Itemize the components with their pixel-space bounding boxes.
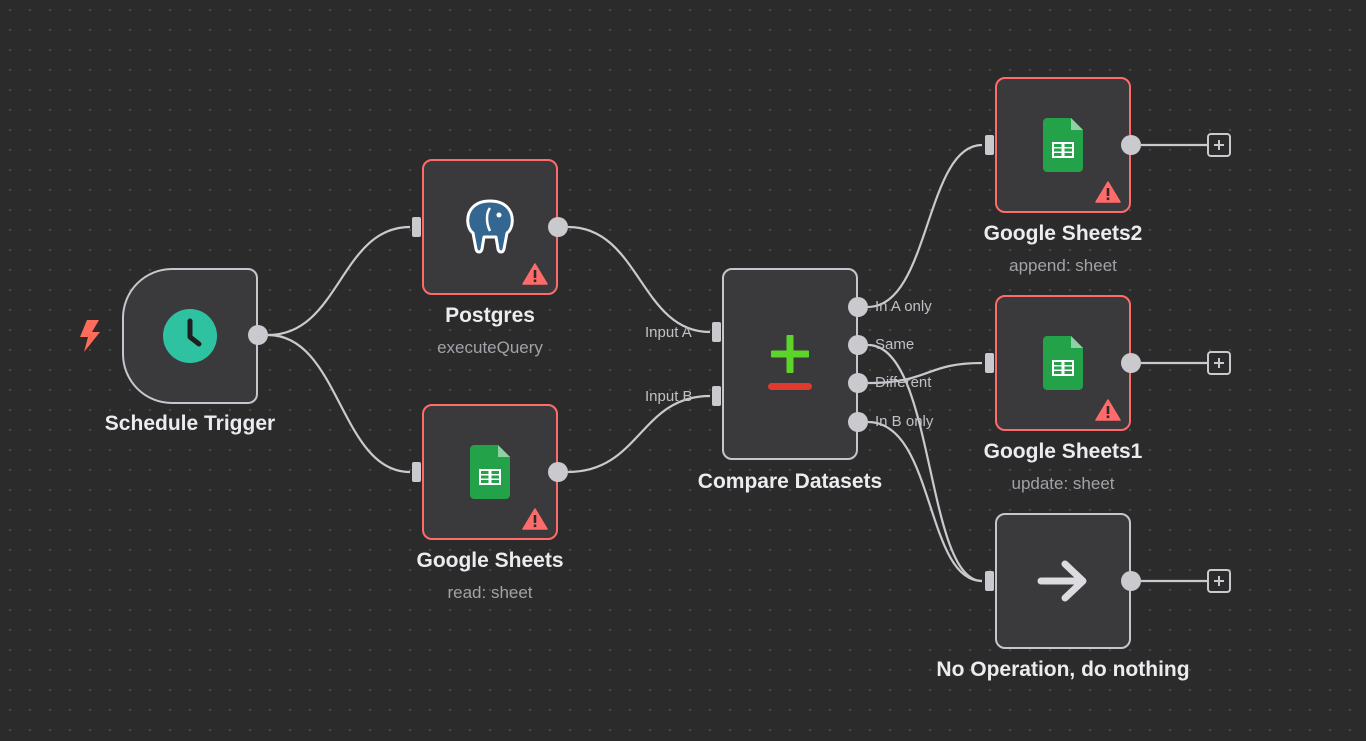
compare-input-b-label: Input B <box>645 388 693 405</box>
warning-icon[interactable] <box>1095 181 1121 203</box>
postgres-node[interactable] <box>422 159 558 295</box>
warning-icon[interactable] <box>1095 399 1121 421</box>
no-operation-output-handle[interactable] <box>1121 571 1141 591</box>
no-operation-node[interactable] <box>995 513 1131 649</box>
google-sheets-input-handle[interactable] <box>412 462 421 482</box>
connection-trigger-postgres <box>267 225 411 337</box>
compare-output-in-a-only-label: In A only <box>875 298 932 315</box>
postgres-output-handle[interactable] <box>548 217 568 237</box>
compare-output-in-b-only-handle[interactable] <box>848 412 868 432</box>
compare-output-different-label: Different <box>875 374 932 391</box>
no-operation-input-handle[interactable] <box>985 571 994 591</box>
schedule-trigger-output-handle[interactable] <box>248 325 268 345</box>
warning-icon[interactable] <box>522 508 548 530</box>
postgres-input-handle[interactable] <box>412 217 421 237</box>
no-operation-title: No Operation, do nothing <box>936 658 1190 681</box>
compare-plus-minus-icon <box>768 335 812 390</box>
google-sheets2-subtitle: append: sheet <box>1009 256 1117 275</box>
compare-output-different-handle[interactable] <box>848 373 868 393</box>
warning-icon[interactable] <box>522 263 548 285</box>
google-sheets-subtitle: read: sheet <box>447 583 533 602</box>
google-sheets-node[interactable] <box>422 404 558 540</box>
google-sheets-output-handle[interactable] <box>548 462 568 482</box>
google-sheets1-add-node-button[interactable] <box>1207 351 1231 375</box>
google-sheets-icon <box>470 445 510 499</box>
arrow-right-icon <box>1037 560 1087 602</box>
google-sheets-icon <box>1043 336 1083 390</box>
compare-datasets-node[interactable] <box>722 268 858 460</box>
google-sheets2-node[interactable] <box>995 77 1131 213</box>
google-sheets1-subtitle: update: sheet <box>1011 474 1115 493</box>
compare-output-same-handle[interactable] <box>848 335 868 355</box>
connection-postgres-compare <box>567 225 711 334</box>
google-sheets2-output-handle[interactable] <box>1121 135 1141 155</box>
google-sheets1-input-handle[interactable] <box>985 353 994 373</box>
google-sheets-title: Google Sheets <box>416 549 564 572</box>
connection-sheets-compare <box>567 394 711 474</box>
compare-input-b-handle[interactable] <box>712 386 721 406</box>
google-sheets2-title: Google Sheets2 <box>983 222 1143 245</box>
compare-output-same-label: Same <box>875 336 915 353</box>
compare-datasets-title: Compare Datasets <box>697 470 883 493</box>
postgres-subtitle: executeQuery <box>437 338 543 357</box>
connection-ina-sheets2 <box>867 143 983 309</box>
postgres-elephant-icon <box>466 199 514 254</box>
connection-same-noop <box>867 343 983 583</box>
connection-trigger-sheets <box>267 333 411 474</box>
google-sheets1-title: Google Sheets1 <box>983 440 1143 463</box>
schedule-trigger-title: Schedule Trigger <box>104 412 276 435</box>
clock-icon <box>163 309 217 363</box>
compare-input-a-handle[interactable] <box>712 322 721 342</box>
compare-input-a-label: Input A <box>645 324 692 341</box>
google-sheets2-add-node-button[interactable] <box>1207 133 1231 157</box>
schedule-trigger-node[interactable] <box>122 268 258 404</box>
google-sheets1-node[interactable] <box>995 295 1131 431</box>
no-operation-add-node-button[interactable] <box>1207 569 1231 593</box>
google-sheets-icon <box>1043 118 1083 172</box>
connection-different-sheets1 <box>867 361 983 385</box>
compare-output-in-a-only-handle[interactable] <box>848 297 868 317</box>
google-sheets2-input-handle[interactable] <box>985 135 994 155</box>
compare-output-in-b-only-label: In B only <box>875 413 934 430</box>
google-sheets1-output-handle[interactable] <box>1121 353 1141 373</box>
trigger-bolt-icon <box>80 320 100 352</box>
postgres-title: Postgres <box>445 304 535 327</box>
connection-inb-noop <box>867 420 983 583</box>
